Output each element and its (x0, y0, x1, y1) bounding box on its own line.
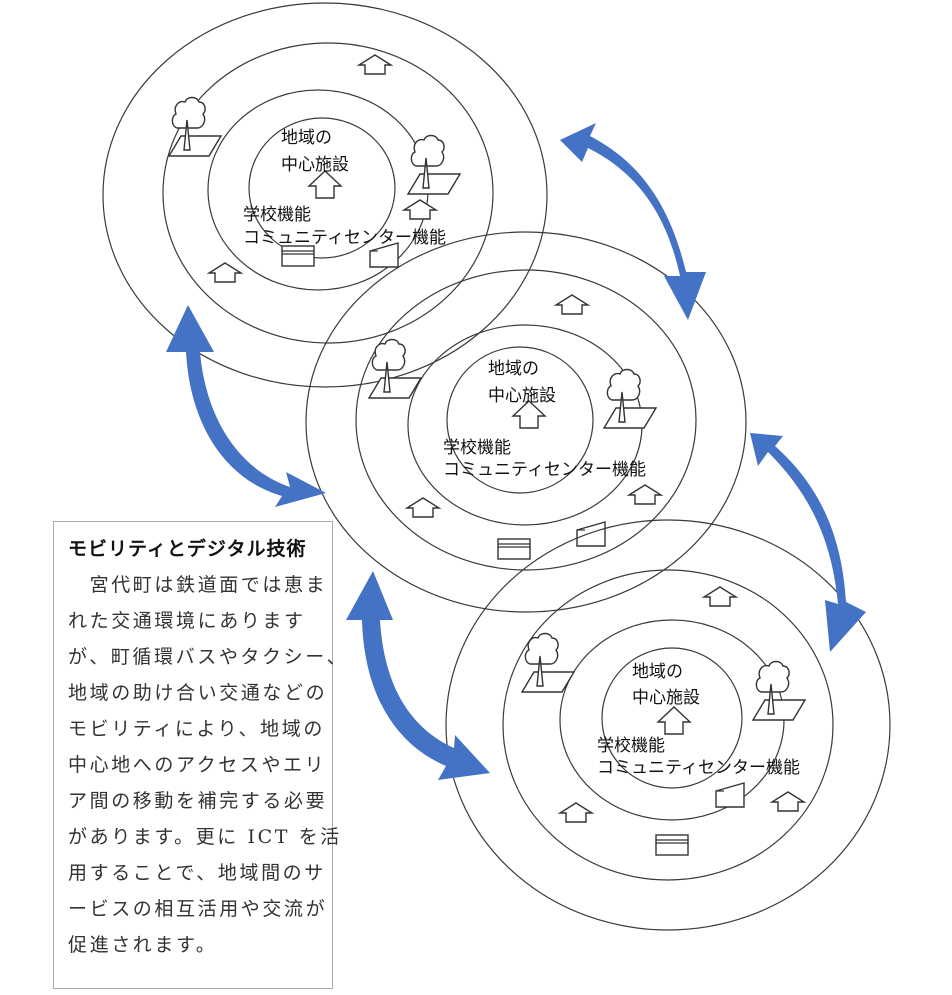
ring-outer (305, 231, 747, 613)
tree-icon (407, 134, 461, 195)
textbox-body: 宮代町は鉄道面では恵ま れた交通環境にあります が、町循環バスやタクシー、 地域… (68, 567, 349, 963)
arrow-mid-right (750, 433, 866, 652)
textbox-line: があります。更に ICT を活 (68, 826, 342, 848)
center-label: 地域の (281, 128, 332, 148)
function-label: コミュニティセンター機能 (597, 758, 800, 778)
center-label: 中心施設 (281, 155, 349, 175)
house-icon (555, 294, 589, 315)
function-label: 学校機能 (443, 438, 511, 458)
house-icon (403, 199, 437, 220)
center-label: 地域の (632, 662, 683, 682)
textbox-title: モビリティとデジタル技術 (68, 538, 307, 560)
house-icon (559, 802, 593, 823)
arrow-top-left (166, 305, 326, 507)
house-icon (208, 262, 242, 283)
ring-outer (102, 2, 548, 388)
arrow-top-right (560, 123, 706, 320)
house-icon (771, 791, 805, 812)
factory-icon (715, 782, 745, 808)
ring-inner (248, 117, 396, 259)
double-arrow-icon (166, 305, 326, 507)
cluster-bottom: 地域の 中心施設 学校機能 コミュニティセンター機能 (445, 519, 891, 931)
function-label: 学校機能 (243, 205, 311, 225)
textbox-line: モビリティにより、地域の (68, 718, 325, 740)
house-icon (628, 484, 662, 505)
function-label: 学校機能 (597, 736, 665, 756)
textbox-line: 地域の助け合い交通などの (68, 682, 328, 704)
house-icon (406, 497, 440, 518)
cluster-top: 地域の 中心施設 学校機能 コミュニティセンター機能 (102, 2, 548, 388)
ring-inner (601, 647, 743, 789)
ring-outer (445, 519, 891, 931)
house-icon (703, 586, 737, 607)
building-icon (497, 538, 531, 560)
arrow-mid-left (346, 571, 490, 780)
textbox-line: 促進されます。 (68, 934, 218, 956)
house-icon (358, 54, 392, 75)
textbox-line: が、町循環バスやタクシー、 (68, 646, 349, 668)
textbox-line: 中心地へのアクセスやエリ (68, 754, 327, 776)
function-label: コミュニティセンター機能 (243, 228, 446, 248)
factory-icon (576, 521, 606, 547)
building-icon (655, 834, 689, 856)
center-label: 中心施設 (488, 386, 556, 406)
double-arrow-icon (750, 433, 866, 652)
building-icon (281, 245, 315, 267)
facility-arrow-icon (657, 706, 691, 735)
cluster-middle: 地域の 中心施設 学校機能 コミュニティセンター機能 (305, 231, 747, 613)
tree-icon (168, 96, 222, 157)
center-label: 地域の (488, 359, 539, 379)
double-arrow-icon (346, 571, 490, 780)
ring-3 (355, 269, 697, 571)
textbox-line: 宮代町は鉄道面では恵ま (68, 574, 328, 596)
ring-inner (446, 346, 594, 494)
facility-arrow-icon (308, 170, 342, 199)
tree-icon (752, 660, 806, 721)
textbox-line: ア間の移動を補完する必要 (68, 790, 328, 812)
ring-3 (502, 569, 834, 881)
mobility-digital-textbox: モビリティとデジタル技術 宮代町は鉄道面では恵ま れた交通環境にあります が、町… (53, 521, 349, 989)
tree-icon (368, 338, 422, 399)
ring-3 (162, 42, 494, 344)
textbox-line: ービスの相互活用や交流が (68, 898, 328, 920)
textbox-line: 用することで、地域間のサ (68, 862, 326, 884)
textbox-line: れた交通環境にあります (68, 610, 306, 632)
center-label: 中心施設 (632, 688, 700, 708)
double-arrow-icon (560, 123, 706, 320)
tree-icon (603, 368, 657, 429)
tree-icon (521, 632, 575, 693)
function-label: コミュニティセンター機能 (443, 460, 646, 480)
